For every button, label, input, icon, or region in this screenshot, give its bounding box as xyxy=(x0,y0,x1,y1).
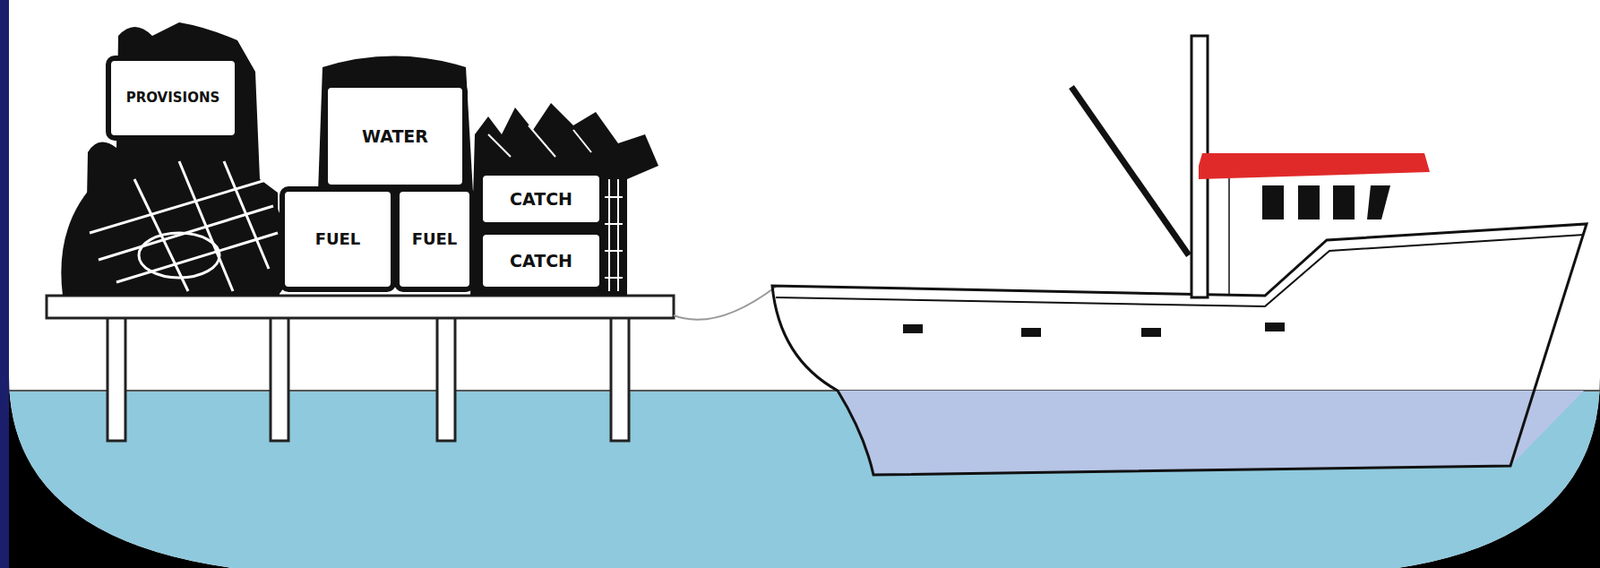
net-mesh xyxy=(89,161,278,292)
net-coil xyxy=(138,232,220,278)
boom xyxy=(1071,86,1189,256)
hull-outline xyxy=(772,223,1587,475)
porthole xyxy=(903,324,923,334)
pier-leg xyxy=(107,315,126,441)
node-label: WATER xyxy=(361,127,429,147)
catch-crate: CATCH xyxy=(477,170,605,228)
fuel-drum: FUEL xyxy=(279,186,396,293)
net-lines xyxy=(89,161,278,292)
node-label: FUEL xyxy=(315,230,362,249)
pier-leg xyxy=(437,315,456,441)
node-label: CATCH xyxy=(509,251,573,271)
cabin-window xyxy=(1333,185,1355,220)
edge-strip xyxy=(0,0,9,568)
porthole xyxy=(1264,322,1285,332)
pier-leg xyxy=(270,315,289,441)
node-label: CATCH xyxy=(509,189,573,209)
cabin-window xyxy=(1298,185,1320,220)
pier-leg xyxy=(610,315,629,441)
fish-tails xyxy=(488,125,592,157)
pier xyxy=(46,295,674,441)
cabin-window xyxy=(1367,185,1391,220)
water-tank-back xyxy=(318,56,474,194)
porthole xyxy=(1021,327,1041,337)
catch-pile xyxy=(470,103,659,296)
fuel-drum: FUEL xyxy=(394,186,475,293)
mooring-rope xyxy=(673,286,776,320)
cargo-clutter xyxy=(60,22,659,296)
fishing-boat xyxy=(772,35,1587,475)
provisions-crate: PROVISIONS xyxy=(105,55,241,141)
node-label: FUEL xyxy=(412,230,458,249)
porthole xyxy=(1141,327,1162,337)
crate-slats xyxy=(604,179,623,292)
pier-deck xyxy=(46,295,674,319)
fishing-net xyxy=(60,146,290,296)
cabin-window xyxy=(1262,185,1284,220)
catch-crate: CATCH xyxy=(477,229,605,293)
cabin-wall xyxy=(1207,178,1230,296)
node-label: PROVISIONS xyxy=(126,90,221,106)
hull-underwater xyxy=(775,390,1584,475)
water xyxy=(8,390,1600,568)
water-tank: WATER xyxy=(322,82,468,190)
cabin-roof xyxy=(1198,153,1430,180)
